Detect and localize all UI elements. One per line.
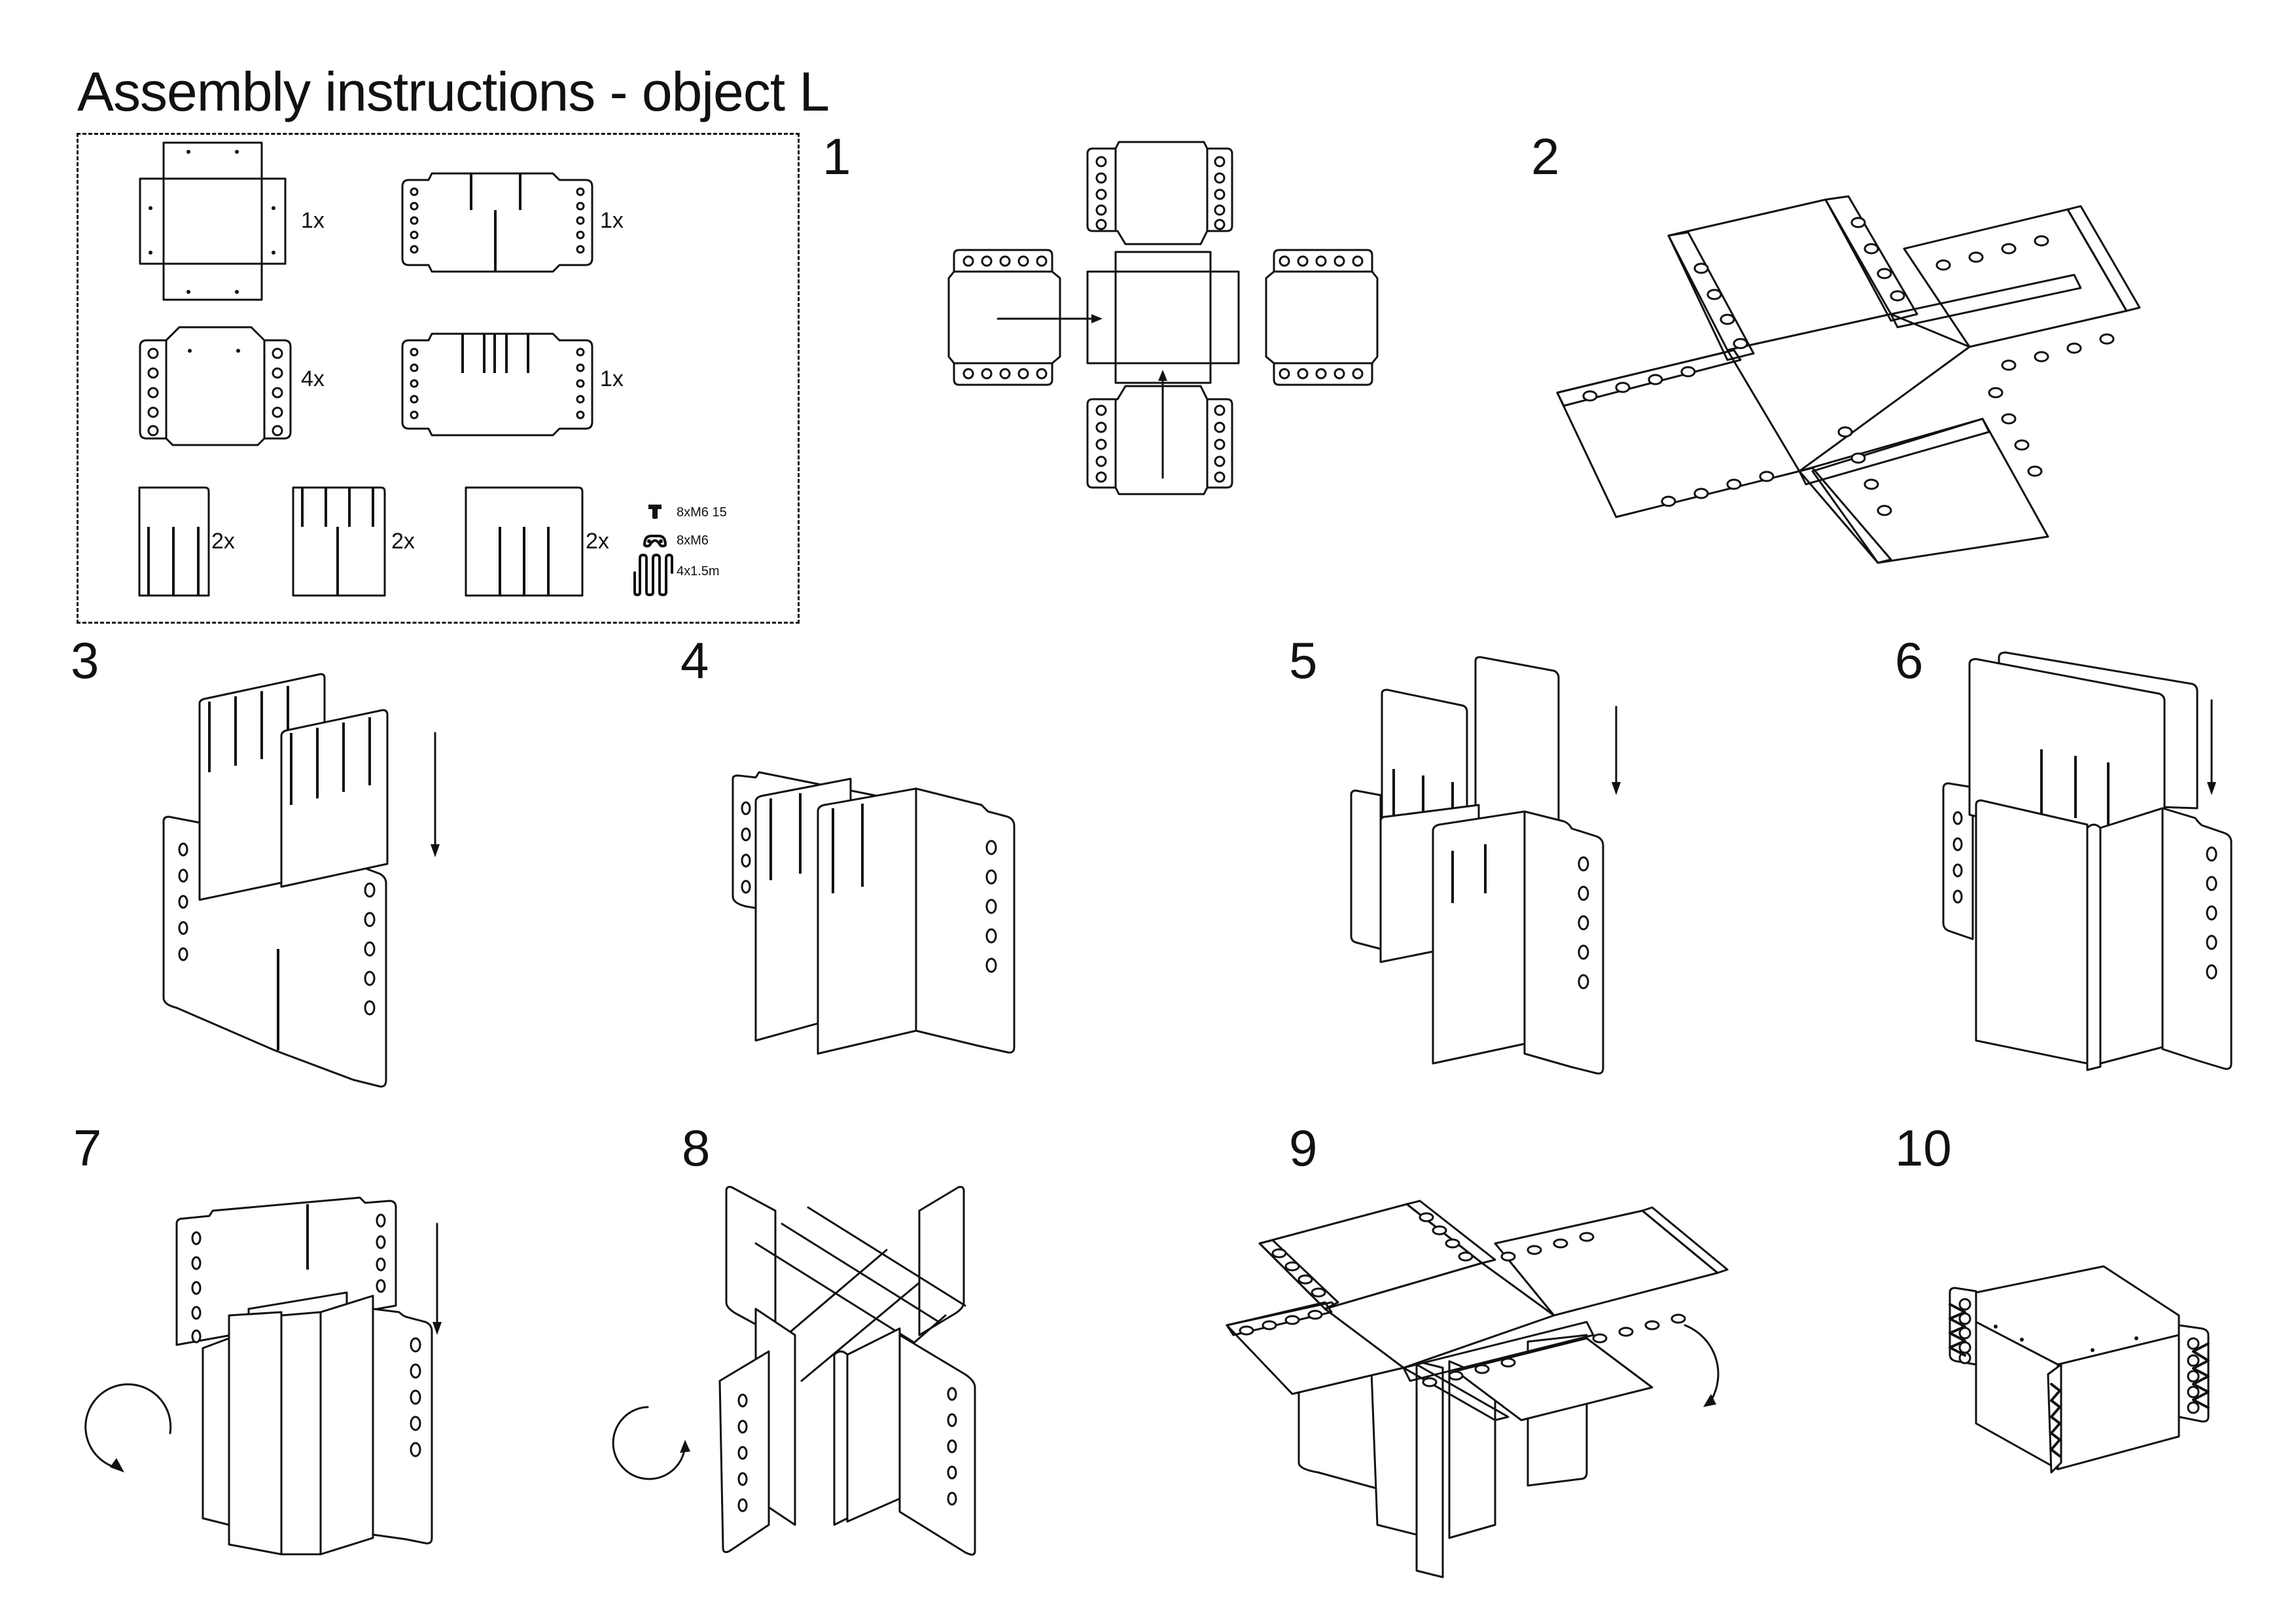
- rotate-counterclockwise-arrow: [613, 1407, 690, 1479]
- laced-flap-left: [1950, 1288, 1976, 1364]
- slotted-panel-front-left: [720, 1351, 769, 1552]
- part-wide-panel-4-slots: [402, 327, 592, 435]
- step-number: 4: [680, 632, 709, 689]
- slotted-panel-back: [1351, 791, 1381, 949]
- divider-right: [818, 789, 916, 1054]
- hardware-label: 4x1.5m: [677, 564, 720, 579]
- part-quantity: 2x: [391, 529, 415, 554]
- hardware-label: 8xM6 15: [677, 505, 727, 520]
- step-number: 3: [71, 632, 99, 689]
- step-number: 10: [1895, 1119, 1952, 1177]
- slotted-panel-back: [1943, 783, 1973, 939]
- step-5-illustration: [1328, 654, 1621, 1086]
- bolted-cross-plate: [1557, 196, 2140, 563]
- step-10-illustration: [1943, 1260, 2218, 1522]
- divider-tall-back-right: [1475, 657, 1559, 857]
- step-number: 8: [682, 1119, 711, 1177]
- laced-flap-right: [2179, 1325, 2208, 1421]
- eyelet-row: [1240, 1213, 1685, 1386]
- part-quantity: 1x: [600, 366, 624, 391]
- divider-grid: [1976, 800, 2163, 1070]
- down-arrow: [431, 733, 440, 857]
- bolted-cross-plate: [1227, 1201, 1727, 1420]
- step-1-illustration: [949, 147, 1492, 605]
- slotted-panel-front: [2163, 808, 2231, 1069]
- step-3-illustration: [157, 674, 440, 1093]
- step-number: 6: [1895, 632, 1924, 689]
- laced-flap-front: [2048, 1364, 2061, 1472]
- base-cross-plate: [1087, 252, 1239, 383]
- cord-icon: [633, 553, 673, 596]
- side-panel-top: [1087, 142, 1232, 244]
- slotted-panel-front: [373, 1309, 432, 1543]
- parts-list-box: [77, 133, 800, 624]
- page-title: Assembly instructions - object L: [77, 61, 830, 122]
- divider-panel-front: [281, 710, 387, 887]
- part-base-cross-plate: [139, 143, 296, 300]
- step-4-illustration: [726, 772, 1014, 1060]
- divider-grid: [203, 1293, 373, 1554]
- step-number: 2: [1531, 128, 1560, 185]
- divider-front-right: [1433, 812, 1525, 1063]
- side-panel-bottom: [1087, 386, 1232, 494]
- rotate-clockwise-arrow: [86, 1384, 171, 1472]
- slotted-panel-front: [916, 789, 1014, 1052]
- flip-arrow: [1685, 1325, 1718, 1407]
- slotted-panel-back-left: [726, 1187, 775, 1335]
- step-8-illustration: [612, 1185, 1031, 1577]
- up-arrow: [1158, 370, 1167, 478]
- part-side-panel-with-eyelets: [140, 327, 291, 445]
- part-quantity: 2x: [586, 529, 609, 554]
- step-number: 7: [73, 1119, 102, 1177]
- down-arrow: [2207, 700, 2216, 795]
- part-quantity: 4x: [301, 366, 325, 391]
- assembled-box: [1976, 1266, 2179, 1469]
- eyelet-row: [1583, 218, 2113, 515]
- part-wide-divider-bottom-slots: [466, 488, 582, 596]
- step-9-illustration: [1220, 1198, 1763, 1590]
- part-quantity: 1x: [301, 208, 325, 233]
- step-7-illustration: [85, 1198, 442, 1564]
- part-quantity: 1x: [600, 208, 624, 233]
- part-quantity: 2x: [211, 529, 235, 554]
- part-narrow-divider-top-slots: [293, 488, 385, 596]
- step-number: 9: [1289, 1119, 1318, 1177]
- down-arrow: [1612, 707, 1621, 795]
- step-6-illustration: [1937, 645, 2238, 1090]
- wing-nut-icon: [643, 533, 667, 548]
- step-2-illustration: [1551, 196, 2212, 563]
- step-number: 5: [1289, 632, 1318, 689]
- step-number: 1: [822, 128, 851, 185]
- slotted-panel-front-right: [900, 1335, 975, 1555]
- down-arrow: [433, 1224, 442, 1335]
- slotted-panel-front: [1525, 812, 1603, 1073]
- right-arrow: [998, 314, 1103, 323]
- side-panel-left: [949, 250, 1060, 385]
- hardware-label: 8xM6: [677, 533, 709, 548]
- side-panel-right: [1266, 250, 1377, 385]
- part-wide-panel-3-slots: [402, 167, 592, 272]
- bolt-icon: [648, 505, 662, 519]
- part-narrow-divider-bottom-slots: [139, 488, 209, 596]
